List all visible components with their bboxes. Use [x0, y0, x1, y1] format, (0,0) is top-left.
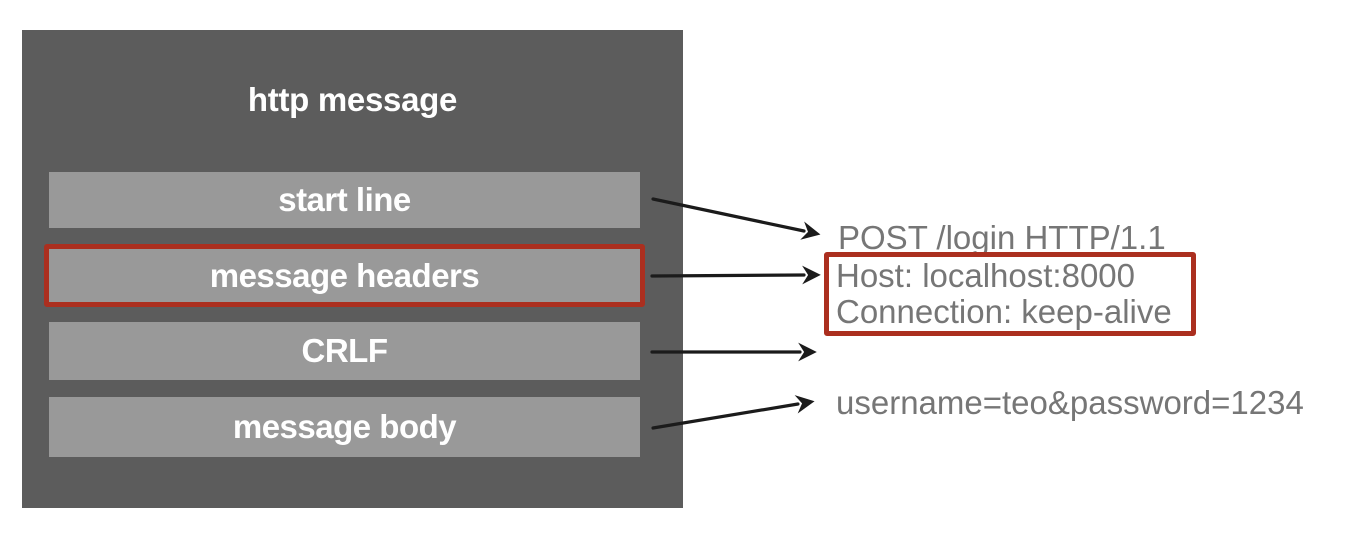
http-message-panel: http message start line message headers …: [22, 30, 683, 508]
example-headers-highlighted-box: Host: localhost:8000 Connection: keep-al…: [824, 252, 1196, 336]
bar-crlf: CRLF: [49, 322, 640, 380]
panel-title: http message: [247, 81, 458, 118]
bar-message-headers-highlighted: message headers: [44, 244, 645, 307]
example-header-host: Host: localhost:8000: [836, 257, 1136, 294]
bar-crlf-label: CRLF: [301, 332, 388, 369]
bar-message-headers-label: message headers: [209, 256, 480, 294]
example-start-line: POST /login HTTP/1.1: [838, 219, 1166, 256]
bar-message-body: message body: [49, 397, 640, 457]
example-message-body: username=teo&password=1234: [836, 384, 1304, 421]
bar-message-body-label: message body: [232, 408, 457, 445]
example-header-connection: Connection: keep-alive: [836, 293, 1172, 330]
bar-start-line: start line: [49, 172, 640, 228]
bar-start-line-label: start line: [278, 181, 411, 218]
